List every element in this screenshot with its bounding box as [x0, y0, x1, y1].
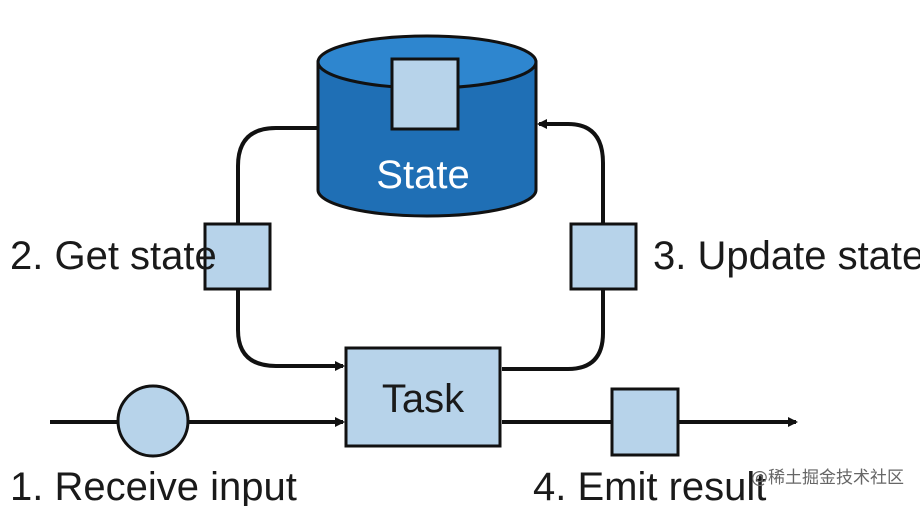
- watermark: @稀土掘金技术社区: [751, 468, 904, 488]
- step4-label: 4. Emit result: [533, 465, 766, 506]
- stored-state-item: [390, 57, 460, 131]
- state-label: State: [376, 153, 469, 197]
- step2-label: 2. Get state: [10, 234, 217, 278]
- result-box: [610, 387, 680, 457]
- task-label: Task: [382, 377, 465, 421]
- input-event-circle: [116, 384, 190, 458]
- step1-label: 1. Receive input: [10, 465, 297, 506]
- update-state-box: [569, 222, 638, 291]
- task-node: Task: [344, 346, 502, 448]
- step3-label: 3. Update state: [653, 234, 920, 278]
- get-state-box: [203, 222, 272, 291]
- state-store: State: [316, 34, 538, 218]
